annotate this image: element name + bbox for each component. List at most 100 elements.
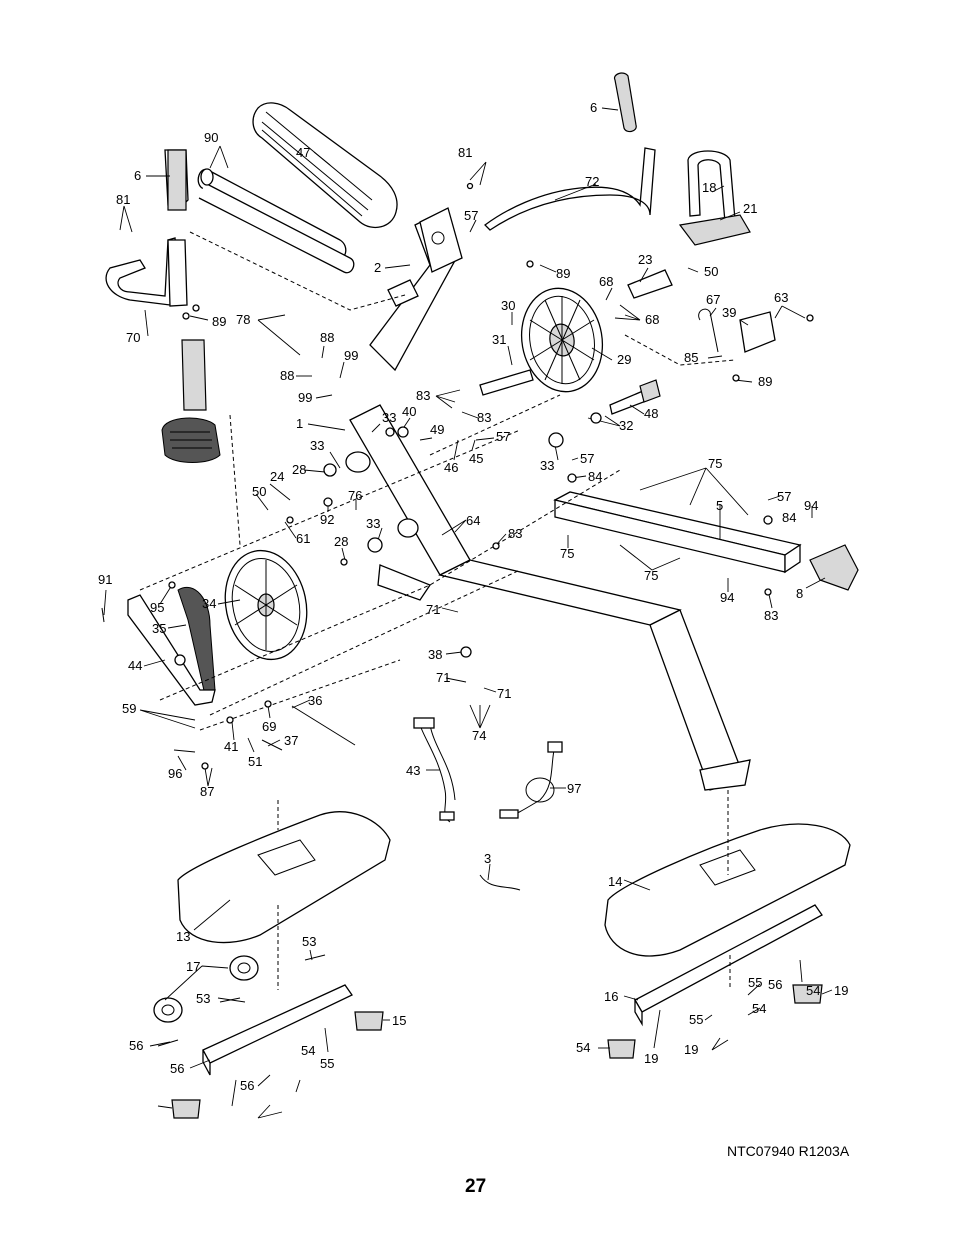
part-label: 1: [296, 416, 303, 431]
part-label: 29: [617, 352, 631, 367]
part-label: 96: [168, 766, 182, 781]
part-label: 33: [540, 458, 554, 473]
part-label: 74: [472, 728, 486, 743]
wire-harnesses: [413, 717, 563, 891]
part-label: 89: [758, 374, 772, 389]
part-label: 19: [684, 1042, 698, 1057]
part-label: 83: [416, 388, 430, 403]
part-label: 68: [599, 274, 613, 289]
part-label: 83: [477, 410, 491, 425]
part-label: 71: [426, 602, 440, 617]
part-label: 38: [428, 647, 442, 662]
part-label: 57: [464, 208, 478, 223]
part-label: 6: [134, 168, 141, 183]
part-label: 21: [743, 201, 757, 216]
part-label: 75: [560, 546, 574, 561]
part-label: 32: [619, 418, 633, 433]
assembly-guide-lines: [139, 231, 736, 990]
part-label: 36: [308, 693, 322, 708]
part-label: 54: [806, 983, 820, 998]
part-label: 56: [129, 1038, 143, 1053]
part-label: 81: [116, 192, 130, 207]
part-label: 97: [567, 781, 581, 796]
part-label: 54: [752, 1001, 766, 1016]
part-label: 28: [292, 462, 306, 477]
part-label: 57: [496, 429, 510, 444]
part-label: 17: [186, 959, 200, 974]
part-label: 8: [796, 586, 803, 601]
part-label: 16: [604, 989, 618, 1004]
part-label: 28: [334, 534, 348, 549]
brake-assembly: [127, 587, 216, 706]
part-label: 71: [497, 686, 511, 701]
part-label: 49: [430, 422, 444, 437]
part-label: 76: [348, 488, 362, 503]
part-label: 5: [716, 498, 723, 513]
upright-post: [369, 207, 463, 372]
front-stabilizer-cover: [177, 811, 391, 944]
part-label: 75: [708, 456, 722, 471]
part-label: 90: [204, 130, 218, 145]
part-label: 71: [436, 670, 450, 685]
rear-stabilizer: [607, 904, 823, 1059]
rear-stabilizer-cover: [604, 823, 851, 957]
part-label: 83: [764, 608, 778, 623]
part-label: 64: [466, 513, 480, 528]
part-label: 56: [170, 1061, 184, 1076]
part-label: 57: [777, 489, 791, 504]
drive-belt: [252, 102, 398, 229]
part-label: 55: [689, 1012, 703, 1027]
part-label: 40: [402, 404, 416, 419]
part-label: 44: [128, 658, 142, 673]
part-label: 56: [240, 1078, 254, 1093]
left-upper-handle: [105, 149, 189, 307]
part-label: 63: [774, 290, 788, 305]
part-label: 15: [392, 1013, 406, 1028]
part-label: 19: [644, 1051, 658, 1066]
rear-rail: [553, 491, 859, 591]
part-label: 85: [684, 350, 698, 365]
part-label: 95: [150, 600, 164, 615]
part-label: 43: [406, 763, 420, 778]
part-label: 45: [469, 451, 483, 466]
part-label: 91: [98, 572, 112, 587]
part-label: 47: [296, 145, 310, 160]
part-label: 53: [196, 991, 210, 1006]
part-label: 89: [556, 266, 570, 281]
part-label: 18: [702, 180, 716, 195]
part-label: 88: [320, 330, 334, 345]
part-label: 54: [576, 1040, 590, 1055]
part-label: 55: [320, 1056, 334, 1071]
part-label: 35: [152, 621, 166, 636]
part-label: 24: [270, 469, 284, 484]
part-label: 50: [704, 264, 718, 279]
part-label: 84: [588, 469, 602, 484]
part-label: 99: [298, 390, 312, 405]
part-labels: 6 90 47 81 6 81 72 57 18 21 2 23 89 50 7…: [98, 100, 848, 1093]
part-label: 92: [320, 512, 334, 527]
flywheel: [224, 549, 308, 661]
part-label: 51: [248, 754, 262, 769]
part-label: 14: [608, 874, 622, 889]
part-label: 78: [236, 312, 250, 327]
part-label: 70: [126, 330, 140, 345]
part-label: 53: [302, 934, 316, 949]
flywheel-fan: [520, 287, 604, 393]
part-label: 55: [748, 975, 762, 990]
part-label: 69: [262, 719, 276, 734]
part-label: 41: [224, 739, 238, 754]
part-label: 33: [382, 410, 396, 425]
right-pedal: [627, 150, 776, 353]
part-label: 72: [585, 174, 599, 189]
left-pedal: [161, 339, 221, 463]
part-label: 31: [492, 332, 506, 347]
part-label: 94: [720, 590, 734, 605]
part-label: 56: [768, 977, 782, 992]
part-label: 23: [638, 252, 652, 267]
part-label: 67: [706, 292, 720, 307]
part-label: 34: [202, 596, 216, 611]
part-label: 75: [644, 568, 658, 583]
part-label: 2: [374, 260, 381, 275]
part-label: 13: [176, 929, 190, 944]
